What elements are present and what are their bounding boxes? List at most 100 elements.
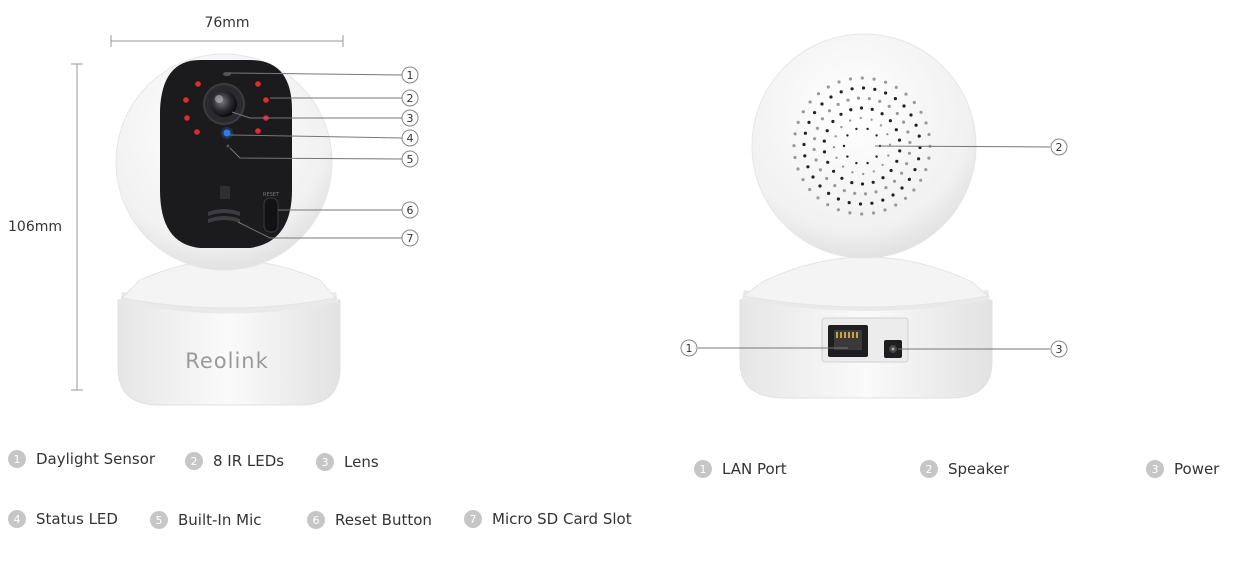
legend-badge: 2 xyxy=(920,460,938,478)
speaker-hole xyxy=(829,95,833,99)
speaker-hole xyxy=(834,135,837,138)
speaker-hole xyxy=(892,179,897,183)
speaker-hole xyxy=(880,112,884,116)
legend-badge: 3 xyxy=(316,453,334,471)
speaker-hole xyxy=(816,92,821,96)
speaker-hole xyxy=(808,100,812,104)
speaker-hole xyxy=(839,90,843,94)
speaker-hole xyxy=(813,111,817,115)
speaker-hole xyxy=(811,175,815,179)
callout-5: 5 xyxy=(401,150,419,168)
speaker-hole xyxy=(822,139,826,143)
speaker-hole xyxy=(816,196,820,200)
height-dimension: 106mm xyxy=(4,63,83,391)
speaker-hole xyxy=(860,212,864,216)
speaker-hole xyxy=(827,109,832,113)
speaker-hole xyxy=(900,171,904,175)
callout-2: 2 xyxy=(401,89,419,107)
speaker-hole xyxy=(863,192,868,196)
speaker-hole xyxy=(822,150,827,154)
speaker-hole xyxy=(902,120,906,124)
speaker-hole xyxy=(796,167,800,171)
legend-badge: 2 xyxy=(185,452,203,470)
speaker-hole xyxy=(894,128,898,132)
speaker-hole xyxy=(871,180,875,184)
speaker-hole xyxy=(888,143,892,146)
back-camera xyxy=(739,33,993,399)
speaker-hole xyxy=(820,102,824,106)
speaker-hole xyxy=(840,176,844,180)
svg-text:RESET: RESET xyxy=(263,192,280,198)
svg-text:1: 1 xyxy=(686,342,693,355)
speaker-hole xyxy=(851,171,854,174)
speaker-hole xyxy=(855,161,858,165)
speaker-hole xyxy=(894,85,898,89)
legend-badge: 7 xyxy=(464,510,482,528)
speaker-hole xyxy=(870,201,874,205)
speaker-hole xyxy=(850,181,854,185)
speaker-hole xyxy=(884,91,888,95)
legend-micro-sd-slot: 7 Micro SD Card Slot xyxy=(464,510,632,528)
speaker-hole xyxy=(900,186,904,190)
speaker-hole xyxy=(886,133,889,136)
speaker-hole xyxy=(870,118,873,121)
speaker-hole xyxy=(837,80,841,84)
speaker-hole xyxy=(856,96,861,100)
speaker-hole xyxy=(895,111,899,116)
legend-label: Speaker xyxy=(948,460,1010,478)
speaker-hole xyxy=(884,186,888,190)
speaker-hole xyxy=(872,77,876,81)
back-callout-2: 2 xyxy=(1050,138,1068,156)
speaker-hole xyxy=(831,119,835,124)
speaker-hole xyxy=(818,168,823,172)
speaker-hole xyxy=(859,116,862,120)
legend-label: Lens xyxy=(344,453,379,471)
speaker-hole xyxy=(887,154,890,157)
speaker-hole xyxy=(908,140,912,145)
callout-7: 7 xyxy=(401,229,419,247)
legend-label: 8 IR LEDs xyxy=(213,452,285,470)
width-dimension: 76mm xyxy=(110,15,344,47)
legend-daylight-sensor: 1 Daylight Sensor xyxy=(8,450,155,468)
speaker-hole xyxy=(881,163,884,167)
speaker-hole xyxy=(792,144,796,148)
speaker-hole xyxy=(879,124,883,127)
speaker-hole xyxy=(902,104,906,108)
speaker-hole xyxy=(814,158,818,162)
ir-leds xyxy=(183,81,269,135)
svg-text:5: 5 xyxy=(407,153,414,166)
speaker-hole xyxy=(836,208,841,212)
speaker-grille xyxy=(792,76,932,216)
speaker-hole xyxy=(846,155,849,158)
speaker-hole xyxy=(924,168,928,172)
legend-lan-port: 1 LAN Port xyxy=(694,460,787,478)
speaker-hole xyxy=(912,100,916,105)
speaker-hole xyxy=(861,86,866,90)
speaker-hole xyxy=(802,142,806,147)
speaker-hole xyxy=(812,147,816,152)
speaker-hole xyxy=(807,120,811,124)
front-face-panel xyxy=(160,60,292,248)
speaker-hole xyxy=(867,97,871,101)
speaker-hole xyxy=(914,123,918,127)
legend-badge: 5 xyxy=(150,511,168,529)
speaker-hole xyxy=(881,176,885,180)
speaker-hole xyxy=(919,178,923,182)
legend-label: Built-In Mic xyxy=(178,511,262,529)
speaker-hole xyxy=(793,155,797,160)
speaker-hole xyxy=(860,182,865,186)
speaker-hole xyxy=(825,129,829,133)
status-led xyxy=(223,129,231,137)
speaker-hole xyxy=(860,76,864,80)
legend-label: LAN Port xyxy=(722,460,787,478)
speaker-hole xyxy=(842,144,846,148)
speaker-hole xyxy=(835,156,838,159)
legend-lens: 3 Lens xyxy=(316,453,379,471)
speaker-hole xyxy=(850,87,854,91)
speaker-hole xyxy=(887,104,891,108)
speaker-hole xyxy=(905,162,909,166)
speaker-hole xyxy=(806,165,810,169)
speaker-hole xyxy=(891,193,895,197)
speaker-hole xyxy=(832,146,836,149)
